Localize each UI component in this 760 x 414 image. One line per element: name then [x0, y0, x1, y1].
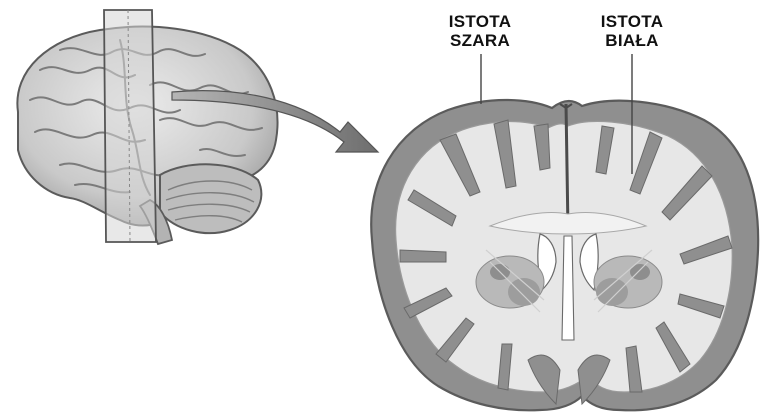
gray-matter-label-line1: ISTOTA [434, 12, 526, 31]
white-matter-label-line2: BIAŁA [586, 31, 678, 50]
gray-matter-label: ISTOTA SZARA [434, 12, 526, 50]
white-matter-label-line1: ISTOTA [586, 12, 678, 31]
coronal-section-plane-icon [104, 10, 156, 242]
white-matter-label: ISTOTA BIAŁA [586, 12, 678, 50]
coronal-brain-slice-icon [371, 100, 758, 410]
gray-matter-label-line2: SZARA [434, 31, 526, 50]
